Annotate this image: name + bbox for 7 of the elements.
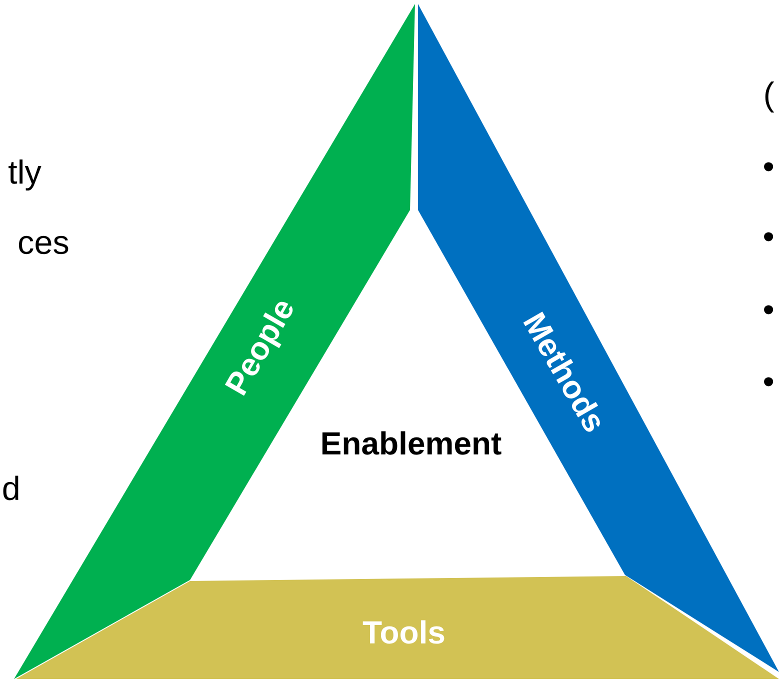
text-fragment: (: [765, 81, 774, 113]
text-fragment: •: [764, 305, 774, 314]
text-fragment: •: [764, 232, 774, 242]
band: Tools: [16, 576, 779, 679]
text-fragment: •: [764, 162, 774, 172]
text-fragment: ces: [18, 236, 68, 254]
text-fragment: •: [764, 377, 774, 386]
